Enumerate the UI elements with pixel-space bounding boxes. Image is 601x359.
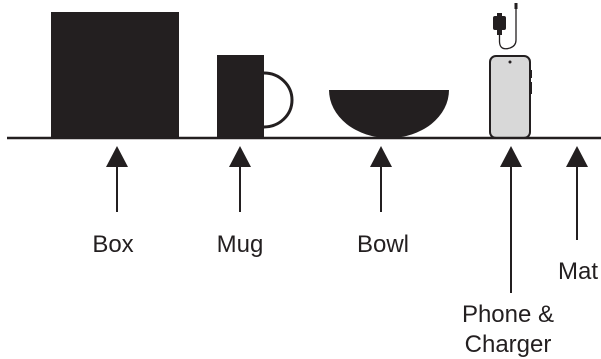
- arrow-mat: [566, 146, 588, 240]
- arrow-phone: [500, 146, 522, 293]
- box-icon: [51, 12, 179, 138]
- arrow-bowl: [370, 146, 392, 212]
- label-phone-line1: Phone &: [462, 301, 554, 328]
- label-mug: Mug: [217, 231, 264, 258]
- bowl-icon: [329, 90, 449, 138]
- mug-icon: [217, 55, 294, 138]
- label-box: Box: [92, 231, 133, 258]
- label-mat: Mat: [558, 258, 598, 285]
- arrow-mug: [229, 146, 251, 212]
- label-bowl: Bowl: [357, 231, 409, 258]
- arrow-box: [106, 146, 128, 212]
- phone-charger-icon: [489, 3, 532, 139]
- label-phone-line2: Charger: [465, 331, 552, 358]
